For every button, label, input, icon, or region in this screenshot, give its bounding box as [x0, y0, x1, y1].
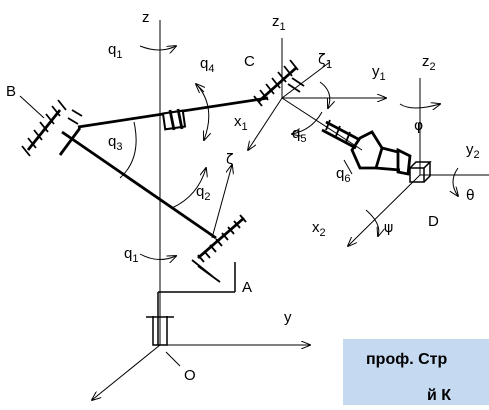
q1-bottom-arc: [139, 253, 176, 260]
link-a-b: [61, 130, 217, 240]
label-y: y: [284, 309, 292, 326]
zeta-axis: [211, 165, 232, 239]
joint-b: [19, 95, 83, 157]
base-cup: [152, 316, 168, 346]
label-y1: y1: [372, 63, 386, 83]
theta-arc: [453, 167, 458, 196]
label-d: D: [428, 213, 439, 230]
label-a: A: [242, 279, 252, 296]
label-q2: q2: [196, 183, 210, 203]
label-q4: q4: [200, 55, 214, 75]
label-q5: q5: [292, 125, 306, 145]
label-theta: θ: [466, 188, 475, 204]
psi-arc: [365, 209, 379, 236]
label-zeta1: ζ1: [318, 52, 333, 71]
label-q1-top: q1: [108, 41, 122, 61]
joint-b-body-right: [58, 127, 82, 156]
label-b: B: [6, 83, 16, 100]
label-q3: q3: [108, 133, 122, 153]
zeta1-arc: [319, 81, 330, 108]
q3-arc: [119, 121, 137, 179]
o-leader: [165, 351, 181, 367]
zeta1-axis: [281, 61, 331, 99]
q6-leader: [343, 159, 353, 175]
wrist-axis: [281, 97, 363, 151]
label-q1-bottom: q1: [124, 245, 138, 265]
q1-top-arc: [139, 46, 176, 50]
banner-line-1: проф. Стр: [366, 351, 448, 368]
frame-1-axes: [248, 38, 386, 150]
label-o: O: [184, 367, 196, 384]
label-z1: z1: [272, 13, 286, 33]
phi-arc: [399, 104, 440, 108]
banner-line-2: й К: [427, 387, 452, 404]
x2-axis: [348, 174, 421, 246]
q2-arc: [171, 168, 206, 209]
label-y2: y2: [466, 141, 480, 161]
wrist-assembly: [321, 119, 412, 176]
label-q6: q6: [336, 165, 350, 185]
label-z: z: [142, 9, 150, 26]
x-axis: [92, 344, 161, 400]
label-z2: z2: [422, 53, 436, 73]
joint-c: [253, 59, 305, 107]
label-phi: φ: [414, 118, 423, 134]
base-joint: [146, 262, 236, 367]
label-x2: x2: [312, 219, 326, 239]
wrist-flange: [396, 147, 412, 176]
b-leader: [19, 95, 45, 119]
label-c: C: [244, 53, 255, 70]
joint-a: [191, 214, 247, 283]
prismatic-joint: [161, 108, 187, 131]
caption-banner: проф. Стр й К: [343, 339, 489, 405]
label-zeta: ζ: [226, 152, 234, 168]
q4-arc: [197, 85, 209, 140]
base-frame-axes: [92, 20, 310, 400]
label-psi: ψ: [384, 220, 393, 236]
q5-arc: [292, 111, 323, 134]
x1-axis: [248, 97, 283, 150]
label-x1: x1: [234, 113, 248, 133]
